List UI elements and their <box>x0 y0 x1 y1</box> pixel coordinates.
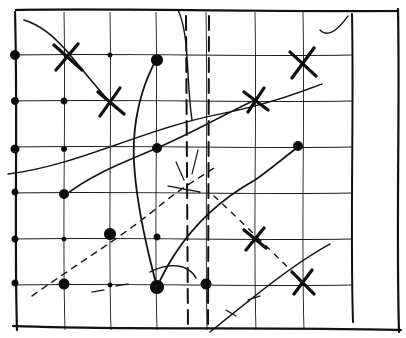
dot-marker <box>104 228 116 240</box>
curved-stroke-center <box>134 62 157 287</box>
dot-marker <box>201 279 212 290</box>
cross-marker <box>54 44 82 70</box>
scribble-top-center <box>178 10 192 120</box>
scribble-center <box>168 150 200 192</box>
dot-marker <box>12 236 19 243</box>
dot-marker <box>150 280 164 294</box>
dot-marker <box>12 189 19 196</box>
diagonal-stroke-bottom-right <box>210 244 330 332</box>
diagonal-stroke-upper-left <box>24 20 110 102</box>
inner-right-border <box>352 14 353 322</box>
arc-near-bottom-dot <box>150 266 196 278</box>
grid-vertical-5 <box>255 12 256 330</box>
dot-marker <box>61 98 68 105</box>
dot-marker <box>152 143 162 153</box>
dot-marker <box>59 279 70 290</box>
sweeping-curve-top <box>8 84 322 174</box>
dot-marker <box>10 50 20 60</box>
dot-marker <box>59 189 69 199</box>
dot-marker <box>293 141 303 151</box>
dot-marker <box>154 234 161 241</box>
grid-vertical-2 <box>110 12 111 330</box>
dot-marker <box>62 237 67 242</box>
dot-marker <box>151 54 163 66</box>
scribble-top-right <box>320 16 348 33</box>
dot-marker <box>11 145 20 154</box>
dot-marker <box>108 283 113 288</box>
frame-top-line <box>16 9 398 11</box>
dot-marker <box>11 97 19 105</box>
dot-marker <box>61 146 67 152</box>
dot-marker <box>108 53 113 58</box>
frame-right-line <box>398 9 399 332</box>
dot-marker <box>12 280 19 287</box>
